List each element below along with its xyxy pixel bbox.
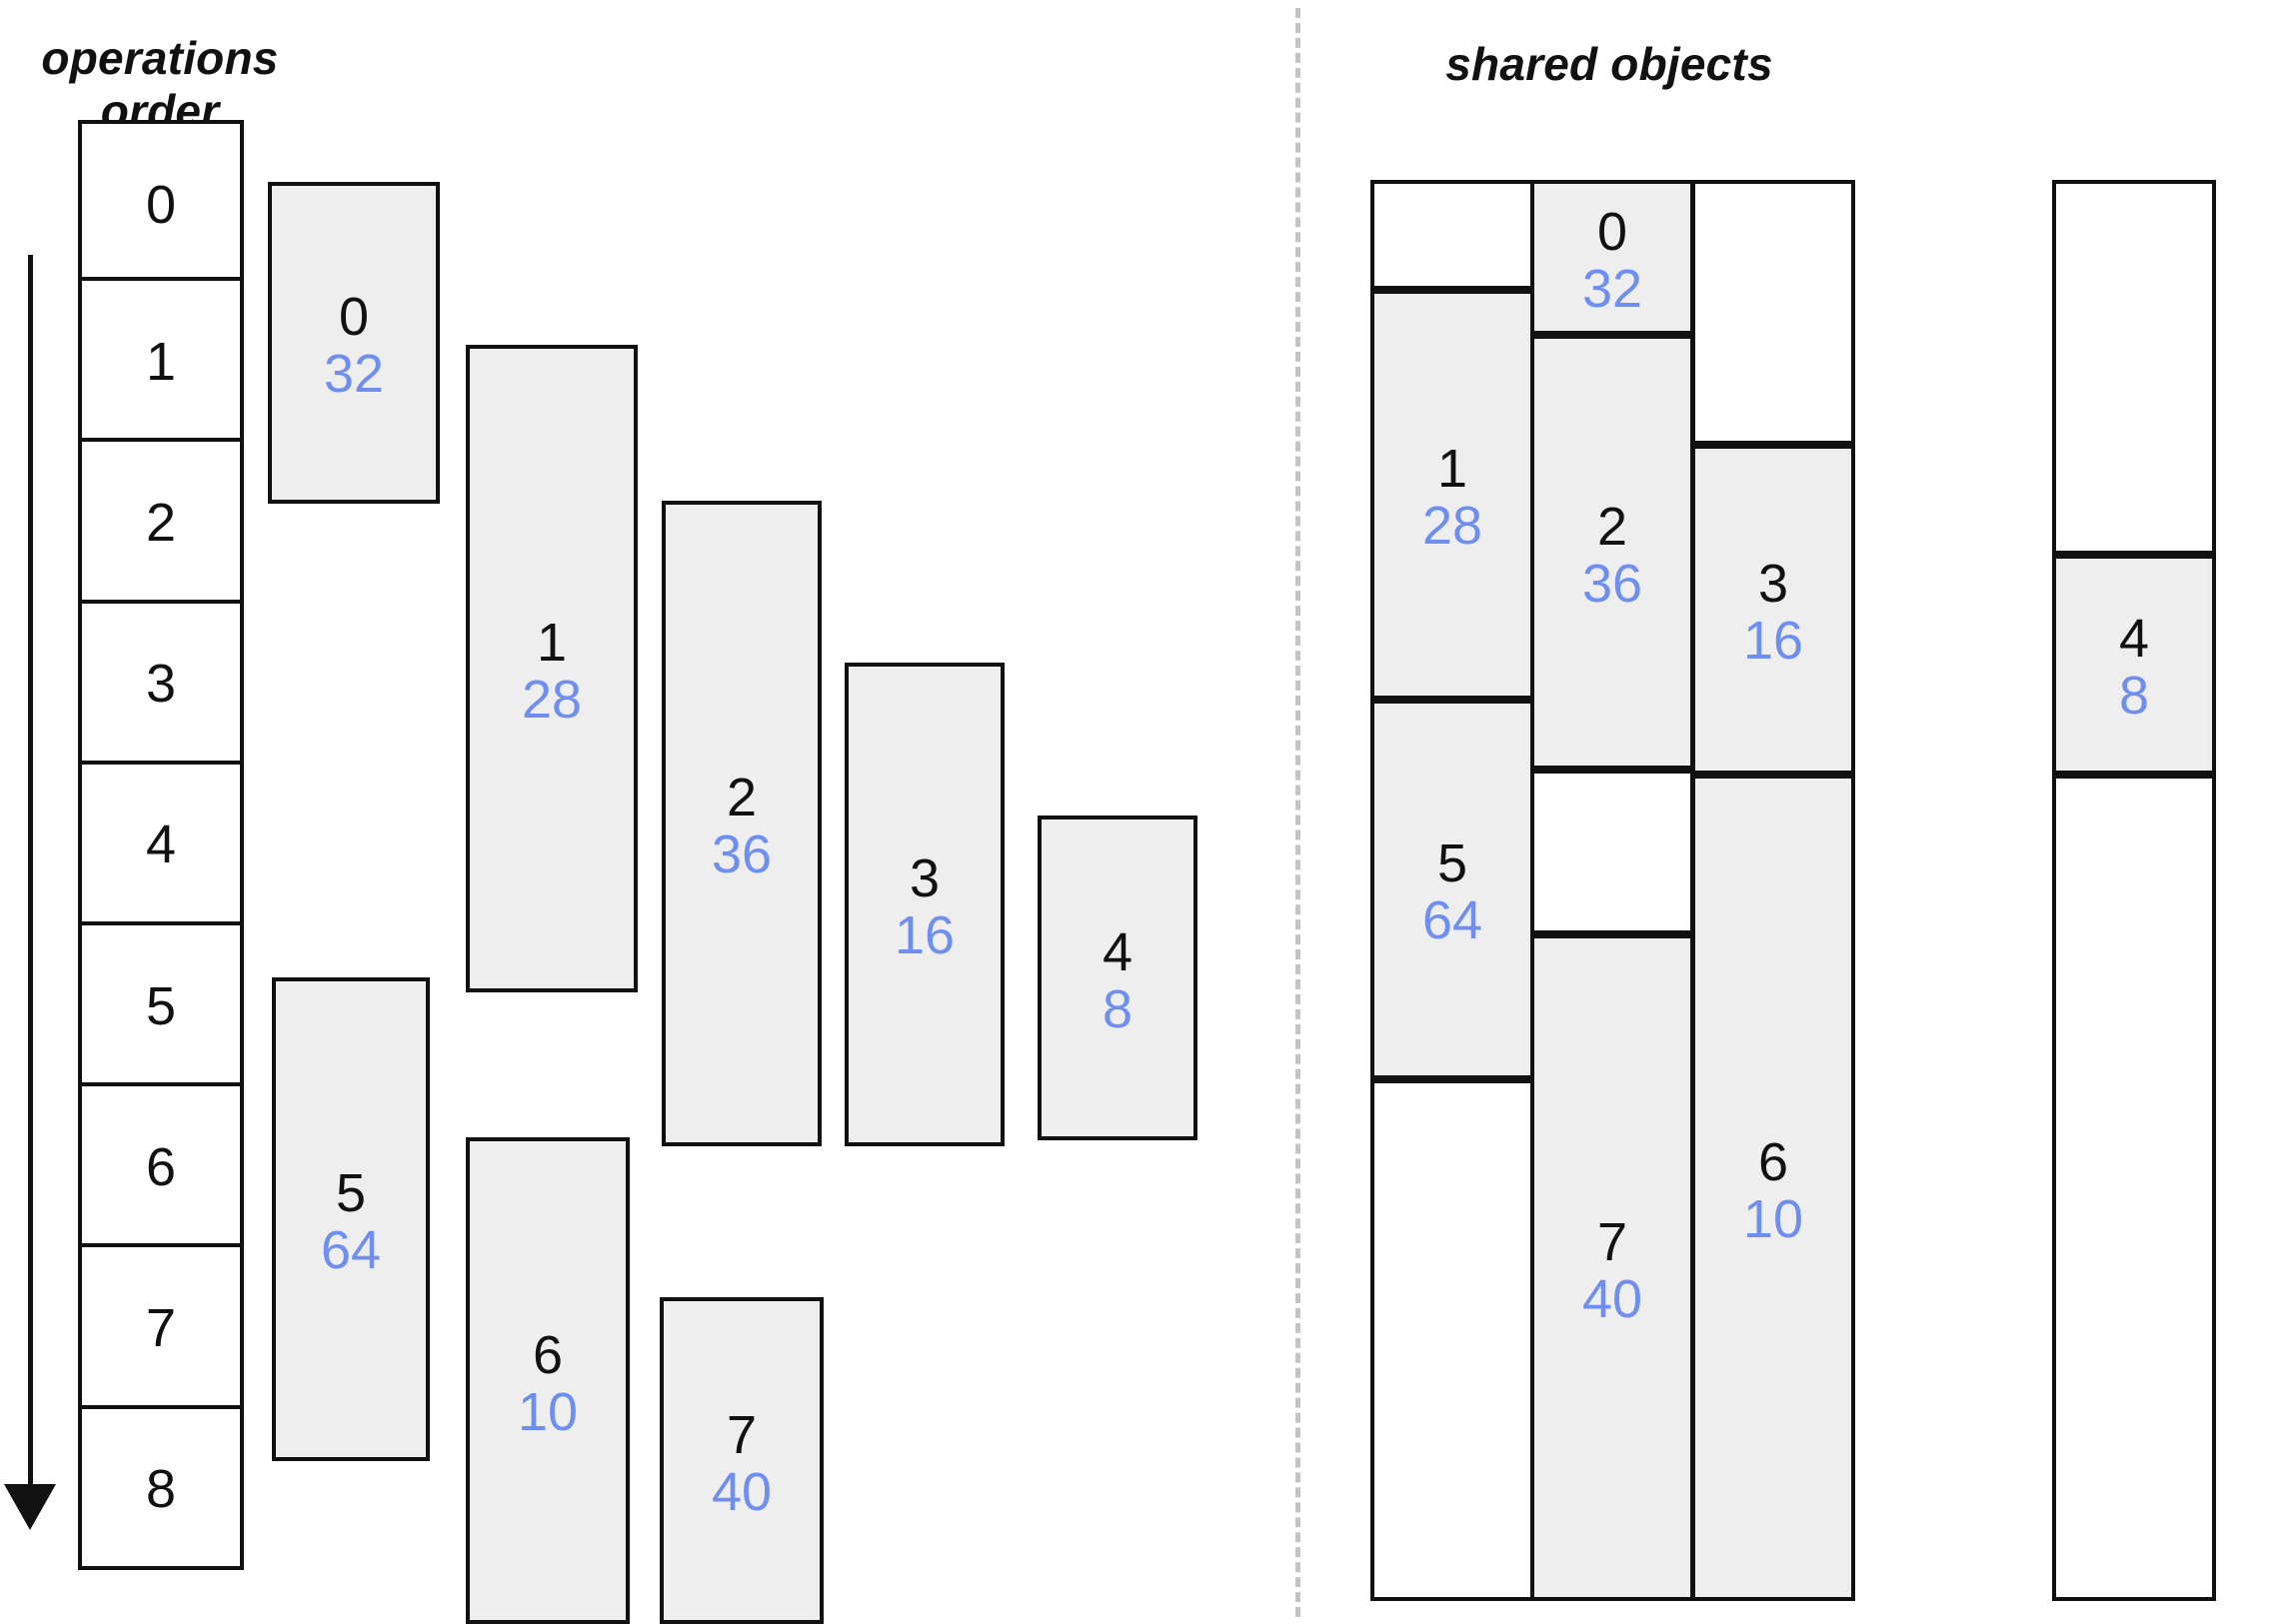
shared-object-2-segment-7-op: 7 xyxy=(1596,1211,1628,1272)
operation-bar-1-size: 28 xyxy=(521,670,583,731)
operation-bar-7-size: 40 xyxy=(711,1461,773,1522)
operations-order-cell-5[interactable]: 5 xyxy=(78,925,244,1087)
operations-order-cell-1[interactable]: 1 xyxy=(78,281,244,443)
operation-bar-1-op: 1 xyxy=(536,613,568,673)
shared-object-1-segment-5-op: 5 xyxy=(1436,833,1468,893)
operation-bar-4-size: 8 xyxy=(1102,978,1134,1039)
shared-object-3-segment-empty-0 xyxy=(1691,180,1855,445)
operations-order-cell-6[interactable]: 6 xyxy=(78,1086,244,1248)
shared-object-2-segment-0-size: 32 xyxy=(1581,258,1643,319)
operations-order-cell-label: 5 xyxy=(145,975,177,1036)
shared-object-3-segment-6-op: 6 xyxy=(1757,1131,1789,1192)
operations-order-cell-3[interactable]: 3 xyxy=(78,603,244,765)
shared-object-1-segment-empty-0 xyxy=(1370,180,1534,290)
operations-order-cell-7[interactable]: 7 xyxy=(78,1247,244,1409)
operations-order-cell-0[interactable]: 0 xyxy=(78,120,244,282)
shared-object-4-segment-4-op: 4 xyxy=(2118,609,2150,669)
shared-object-3-segment-6-size: 10 xyxy=(1742,1188,1804,1249)
operation-bar-2-op: 2 xyxy=(726,768,758,827)
operation-bar-0-op: 0 xyxy=(338,287,370,347)
shared-object-4-segment-empty-0 xyxy=(2052,180,2216,555)
shared-object-3-segment-3-size: 16 xyxy=(1742,611,1804,672)
operations-order-cell-label: 8 xyxy=(145,1459,177,1520)
operation-bar-6-size: 10 xyxy=(517,1381,579,1442)
operations-order-cell-label: 2 xyxy=(145,492,177,553)
operations-order-cell-4[interactable]: 4 xyxy=(78,764,244,925)
shared-object-1-segment-empty-3 xyxy=(1370,1079,1534,1601)
operations-order-cell-8[interactable]: 8 xyxy=(78,1408,244,1570)
shared-object-3-segment-3-op: 3 xyxy=(1757,554,1789,614)
operations-order-cell-label: 3 xyxy=(145,654,177,715)
operations-order-cell-label: 6 xyxy=(145,1136,177,1197)
shared-object-1-segment-1-size: 28 xyxy=(1421,496,1483,557)
operation-bar-7-op: 7 xyxy=(726,1404,758,1465)
operation-bar-0-size: 32 xyxy=(323,344,385,405)
operations-order-cell-label: 0 xyxy=(145,174,177,235)
operation-bar-3-op: 3 xyxy=(909,848,941,908)
operation-bar-5-size: 64 xyxy=(320,1220,382,1281)
operation-bar-6-op: 6 xyxy=(532,1324,564,1385)
operations-order-heading: operations order xyxy=(41,32,279,138)
operation-bar-2-size: 36 xyxy=(711,824,773,885)
shared-objects-heading: shared objects xyxy=(1445,38,1773,90)
shared-object-2-segment-7-size: 40 xyxy=(1581,1268,1643,1329)
operation-bar-3-size: 16 xyxy=(894,905,956,966)
operations-order-cell-label: 1 xyxy=(145,331,177,392)
shared-object-4-segment-4-size: 8 xyxy=(2118,666,2150,727)
operations-order-arrow-head xyxy=(4,1484,56,1530)
operation-bar-5-op: 5 xyxy=(335,1163,367,1223)
shared-object-2-segment-empty-2 xyxy=(1530,770,1694,934)
shared-object-4-segment-empty-2 xyxy=(2052,775,2216,1601)
shared-object-2-segment-2-size: 36 xyxy=(1581,553,1643,614)
panel-divider xyxy=(1295,8,1300,1617)
operations-order-cell-label: 7 xyxy=(145,1297,177,1358)
shared-object-1-segment-5-size: 64 xyxy=(1421,890,1483,951)
shared-object-1-segment-1-op: 1 xyxy=(1436,439,1468,499)
operation-bar-4-op: 4 xyxy=(1102,921,1134,982)
operations-order-cell-label: 4 xyxy=(145,814,177,875)
operations-order-arrow-shaft xyxy=(28,255,33,1486)
shared-object-2-segment-2-op: 2 xyxy=(1596,496,1628,557)
shared-object-2-segment-0-op: 0 xyxy=(1596,201,1628,262)
operations-order-cell-2[interactable]: 2 xyxy=(78,442,244,604)
